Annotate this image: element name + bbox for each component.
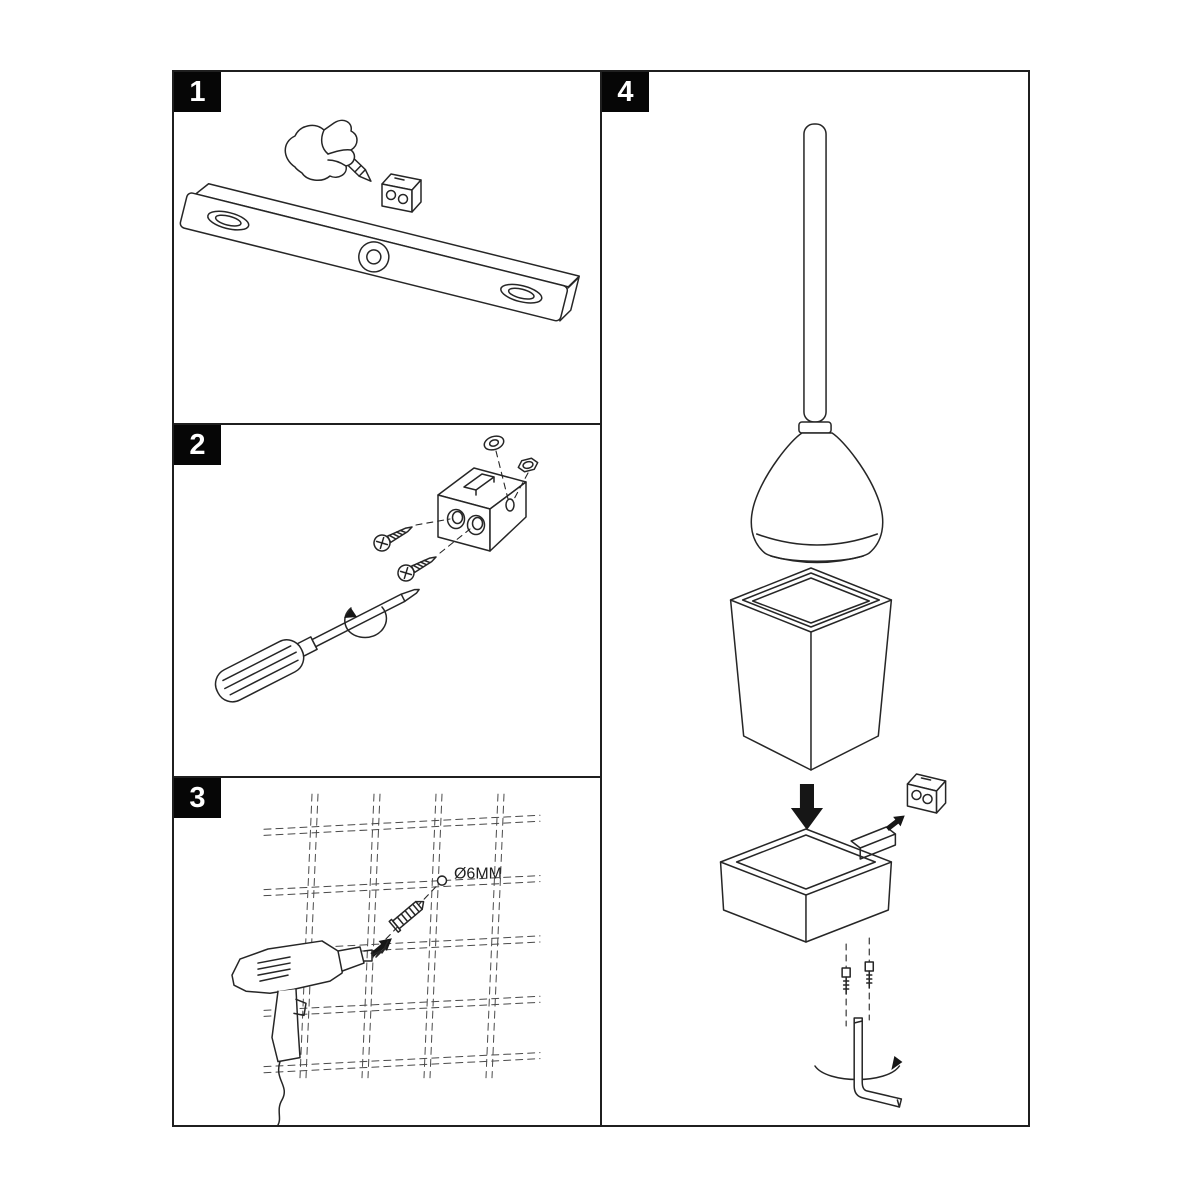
glass-container-icon — [729, 567, 893, 771]
step-1-badge: 1 — [174, 72, 221, 112]
spirit-level-icon — [179, 182, 581, 322]
rotation-arrow-icon — [344, 606, 388, 639]
step-4-panel: 4 — [602, 72, 1028, 1125]
screw-icon — [373, 526, 413, 552]
screw-icon — [397, 556, 437, 582]
wall-anchor-icon — [388, 900, 425, 933]
step-2-badge: 2 — [174, 425, 221, 465]
step-3-panel: 3 — [174, 778, 602, 1125]
step-3-number: 3 — [189, 781, 206, 814]
wall-clip-icon — [906, 773, 947, 814]
exploded-assembly-illustration — [719, 123, 947, 1108]
fixing-screws-icon — [841, 937, 875, 1027]
clip-arrow-icon — [885, 815, 905, 831]
step-3-badge: 3 — [174, 778, 221, 818]
holder-icon — [719, 826, 897, 943]
allen-key-icon — [853, 1017, 903, 1108]
screwdriver-icon — [214, 588, 420, 703]
tile-grid-icon — [263, 793, 541, 1079]
step-4-badge: 4 — [602, 72, 649, 112]
drilling-illustration: Ø6MM — [231, 793, 541, 1125]
mounting-bracket-icon — [437, 467, 527, 552]
step-2-number: 2 — [189, 428, 206, 461]
step-4-number: 4 — [617, 75, 634, 108]
nut-icon — [517, 457, 539, 473]
step-1-number: 1 — [189, 75, 206, 108]
drill-icon — [231, 940, 389, 1125]
step-2-panel: 2 — [174, 425, 602, 778]
brush-handle-icon — [798, 123, 832, 434]
washer-icon — [483, 435, 505, 451]
drill-hole-icon — [436, 875, 448, 886]
bracket-assembly-illustration — [214, 435, 539, 703]
pencil-hand-icon — [284, 119, 372, 182]
level-marking-illustration — [179, 119, 581, 322]
down-arrow-icon — [790, 784, 824, 830]
step-1-panel: 1 — [174, 72, 602, 425]
hole-diameter-label: Ø6MM — [454, 865, 502, 883]
brush-head-icon — [750, 432, 884, 564]
wall-bracket-icon — [381, 173, 422, 213]
instruction-frame: 1 — [172, 70, 1030, 1127]
